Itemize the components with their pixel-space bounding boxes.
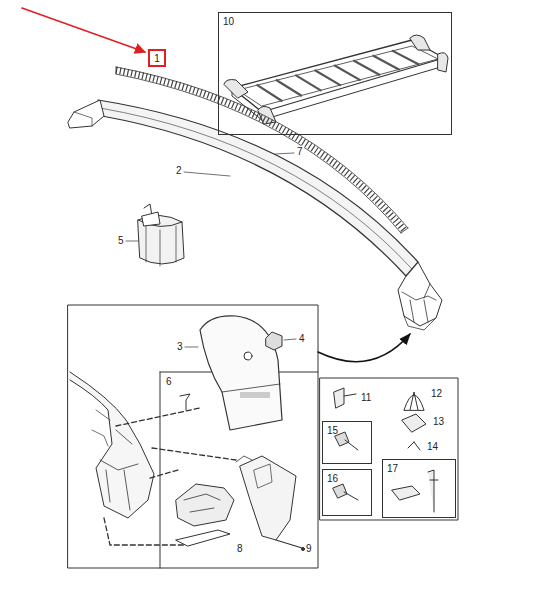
callout-number: 4 bbox=[298, 333, 306, 344]
assembly-line bbox=[104, 518, 184, 545]
part-box: 16 bbox=[322, 469, 372, 516]
leader-line bbox=[126, 241, 138, 242]
callout-number: 8 bbox=[236, 543, 244, 554]
callout-number: 16 bbox=[327, 473, 367, 484]
callout-number: 1 bbox=[154, 53, 160, 64]
parts-frame bbox=[320, 378, 458, 520]
inset-frame: 10 bbox=[218, 12, 452, 135]
roof-basket bbox=[224, 35, 448, 124]
fixing-kit bbox=[392, 470, 438, 512]
nut-clip bbox=[402, 414, 426, 432]
leader-line bbox=[275, 153, 294, 154]
screw bbox=[180, 394, 190, 410]
leader-line bbox=[184, 172, 230, 176]
callout-number: 10 bbox=[223, 16, 447, 27]
callout-number: 9 bbox=[305, 543, 313, 554]
leader-line bbox=[284, 339, 296, 340]
cap bbox=[404, 392, 424, 410]
bolt bbox=[333, 484, 358, 500]
callout-number: 13 bbox=[432, 416, 445, 427]
callout-number: 6 bbox=[165, 376, 173, 387]
detail-arrow bbox=[318, 334, 410, 362]
bracket bbox=[236, 456, 305, 551]
part-box: 15 bbox=[322, 421, 372, 464]
callout-number: 12 bbox=[430, 388, 443, 399]
small-screw bbox=[408, 442, 420, 450]
end-cap bbox=[200, 316, 282, 430]
basket-slat bbox=[354, 61, 379, 75]
callout-number: 17 bbox=[387, 463, 451, 474]
red-pointer bbox=[22, 8, 145, 52]
callout-number: 14 bbox=[426, 441, 439, 452]
basket-slat bbox=[315, 70, 340, 85]
bolt bbox=[266, 332, 282, 350]
callout-number: 5 bbox=[117, 235, 125, 246]
callout-number: 11 bbox=[360, 392, 372, 403]
bolt bbox=[335, 432, 358, 450]
callout-number: 7 bbox=[296, 146, 304, 157]
basket-slat bbox=[277, 80, 301, 95]
assembly-line bbox=[116, 408, 200, 426]
callout-number: 2 bbox=[175, 165, 183, 176]
assembly-line bbox=[150, 448, 236, 478]
basket-slat bbox=[393, 51, 419, 64]
callout-number: 3 bbox=[176, 341, 184, 352]
leader-line bbox=[185, 347, 198, 348]
basket-slat bbox=[373, 56, 399, 70]
detail-frame bbox=[68, 305, 318, 568]
basket-slat bbox=[335, 66, 360, 80]
base-plate bbox=[176, 484, 234, 546]
callout-number: 15 bbox=[327, 425, 367, 436]
basket-slat bbox=[296, 75, 321, 90]
rail-end bbox=[70, 372, 154, 518]
basket-slat bbox=[257, 85, 281, 101]
lock-cylinder bbox=[138, 204, 184, 266]
clip bbox=[334, 388, 356, 408]
part-box: 17 bbox=[382, 459, 456, 518]
callout-box: 1 bbox=[148, 49, 166, 67]
